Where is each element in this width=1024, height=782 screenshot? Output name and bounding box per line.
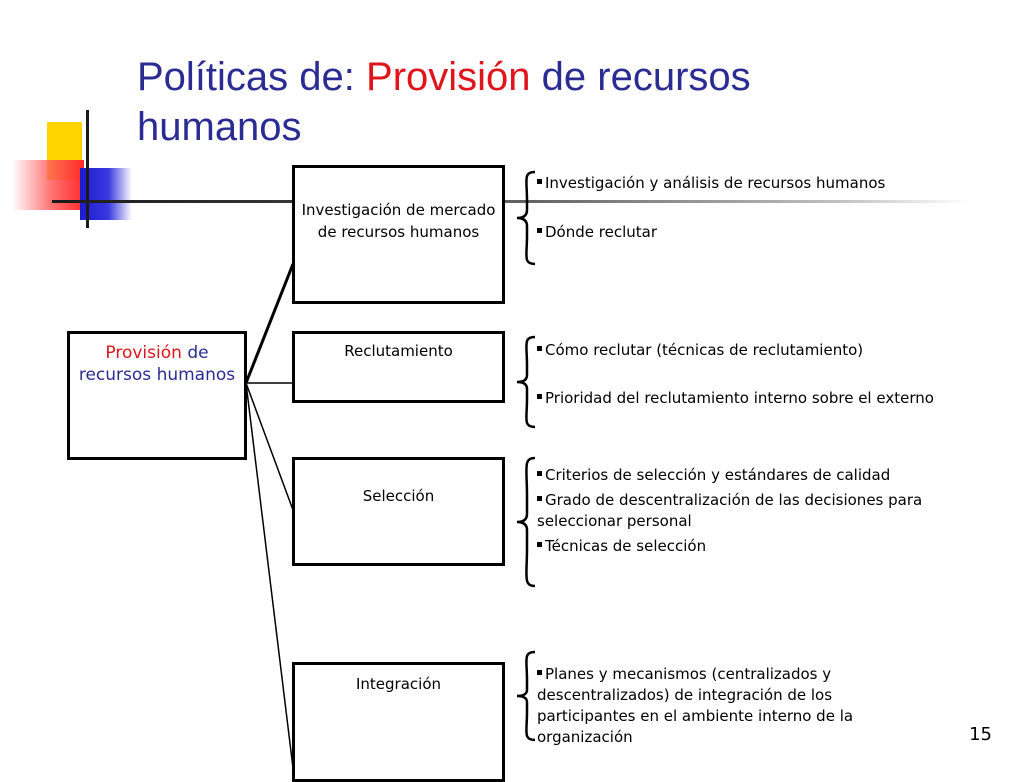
bullet-list-reclutamiento: Cómo reclutar (técnicas de reclutamiento… <box>537 340 937 409</box>
list-item: Prioridad del reclutamiento interno sobr… <box>537 388 937 409</box>
bullet-list-integracion: Planes y mecanismos (centralizados y des… <box>537 664 897 748</box>
square-bullet-icon <box>537 670 542 675</box>
list-item-text: Criterios de selección y estándares de c… <box>545 466 891 484</box>
list-item: Cómo reclutar (técnicas de reclutamiento… <box>537 340 937 361</box>
curly-brace-icon <box>516 170 536 266</box>
list-item: Criterios de selección y estándares de c… <box>537 465 957 486</box>
title-accent: Provisión <box>366 55 531 99</box>
curly-brace-icon <box>516 650 536 742</box>
square-bullet-icon <box>537 471 542 476</box>
list-item-text: Técnicas de selección <box>545 537 707 555</box>
root-accent: Provisión <box>105 343 182 363</box>
list-item: Dónde reclutar <box>537 222 957 243</box>
root-node: Provisión de recursos humanos <box>67 331 247 460</box>
list-item-text: Cómo reclutar (técnicas de reclutamiento… <box>545 341 864 359</box>
square-bullet-icon <box>537 394 542 399</box>
curly-brace-icon <box>516 335 536 429</box>
node-investigacion: Investigación de mercado de recursos hum… <box>292 165 505 304</box>
page-number: 15 <box>969 724 992 745</box>
node-label: Selección <box>362 487 435 505</box>
bullet-list-investigacion: Investigación y análisis de recursos hum… <box>537 173 957 243</box>
square-bullet-icon <box>537 228 542 233</box>
root-rest: de recursos humanos <box>78 343 236 385</box>
list-item-text: Dónde reclutar <box>545 223 657 241</box>
node-label: Investigación de mercado de recursos hum… <box>301 201 496 241</box>
bullet-list-seleccion: Criterios de selección y estándares de c… <box>537 465 957 557</box>
list-item-text: Investigación y análisis de recursos hum… <box>545 174 886 192</box>
square-bullet-icon <box>537 542 542 547</box>
logo-vertical-line <box>86 110 89 228</box>
list-item: Grado de descentralización de las decisi… <box>537 490 957 532</box>
node-label: Reclutamiento <box>344 342 453 360</box>
title-part2: de recursos humanos <box>137 55 751 149</box>
connector-seleccion <box>245 382 294 511</box>
title-part1: Políticas de: <box>137 55 367 99</box>
list-item: Técnicas de selección <box>537 536 957 557</box>
slide-title: Políticas de: Provisión de recursos huma… <box>137 52 897 152</box>
list-item-text: Grado de descentralización de las decisi… <box>537 491 923 530</box>
square-bullet-icon <box>537 346 542 351</box>
list-item-text: Prioridad del reclutamiento interno sobr… <box>545 389 934 407</box>
connector-integracion <box>245 382 294 768</box>
square-bullet-icon <box>537 496 542 501</box>
title-underline <box>52 200 972 203</box>
list-item: Investigación y análisis de recursos hum… <box>537 173 957 194</box>
node-label: Integración <box>355 675 442 693</box>
node-seleccion: Selección <box>292 457 505 566</box>
curly-brace-icon <box>516 456 536 588</box>
node-reclutamiento: Reclutamiento <box>292 331 505 403</box>
list-item-text: Planes y mecanismos (centralizados y des… <box>537 665 854 746</box>
node-integracion: Integración <box>292 662 505 782</box>
connector-investigacion <box>244 263 295 384</box>
square-bullet-icon <box>537 179 542 184</box>
list-item: Planes y mecanismos (centralizados y des… <box>537 664 897 748</box>
